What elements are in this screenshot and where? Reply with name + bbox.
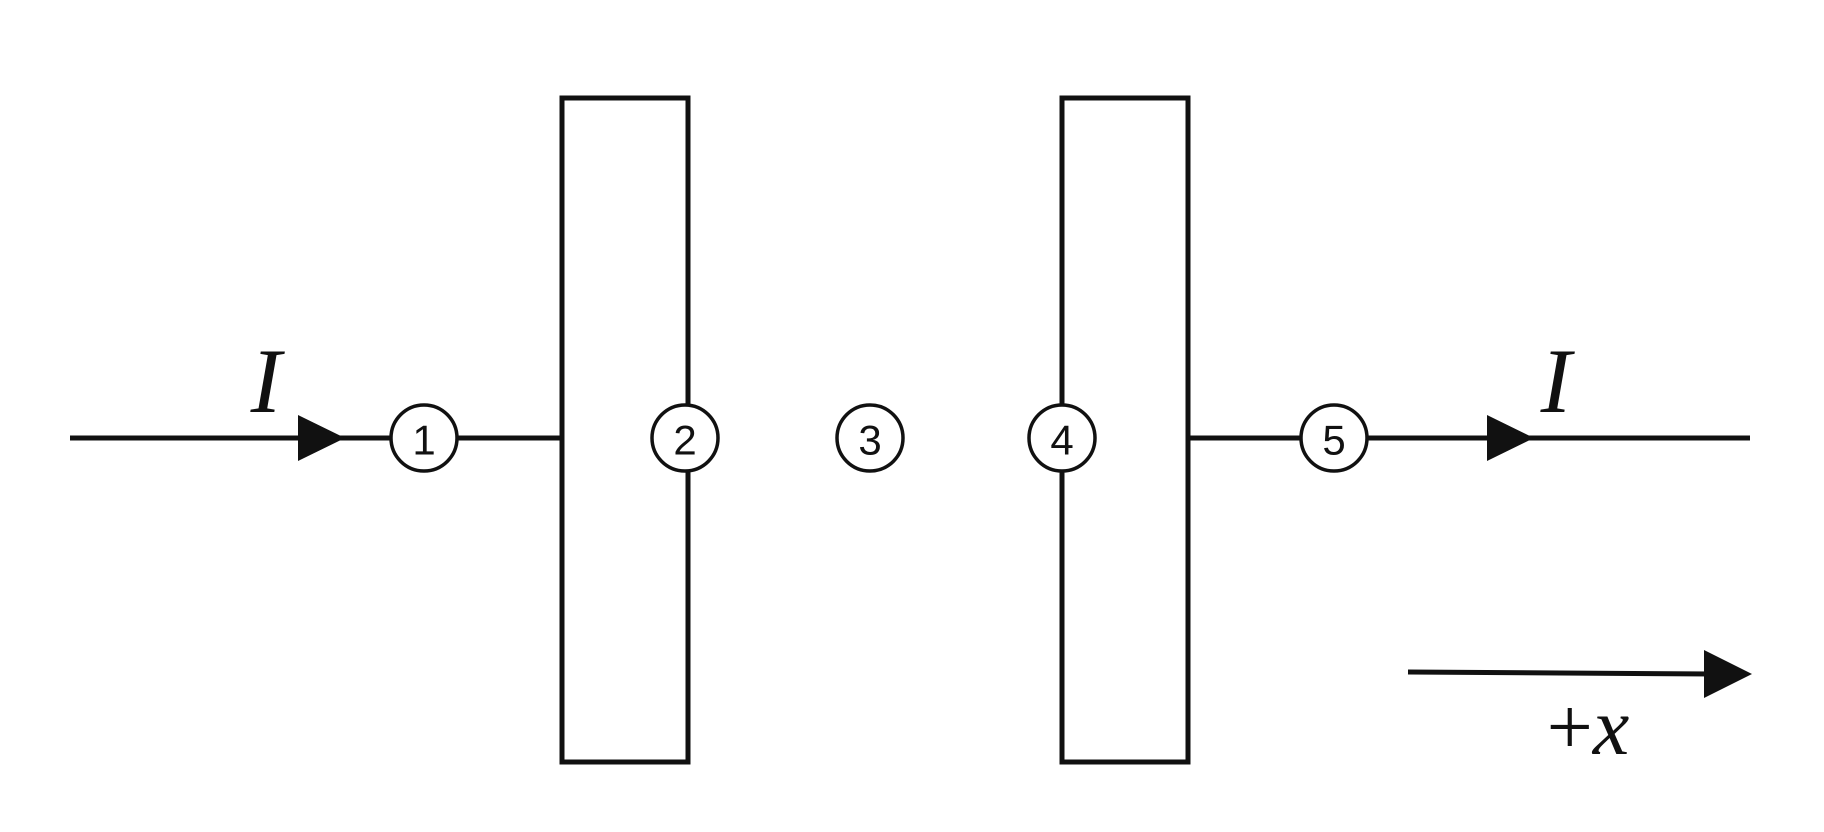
point-label-2: 2 xyxy=(673,417,696,464)
point-marker-2: 2 xyxy=(650,403,720,473)
point-label-3: 3 xyxy=(858,417,881,464)
point-label-1: 1 xyxy=(412,417,435,464)
axis-variable: x xyxy=(1592,681,1629,772)
point-label-4: 4 xyxy=(1050,417,1073,464)
point-marker-4: 4 xyxy=(1027,403,1097,473)
axis-sign: + xyxy=(1547,681,1593,772)
point-marker-5: 5 xyxy=(1299,403,1369,473)
current-label-out: I xyxy=(1540,330,1576,432)
current-arrow-out-icon xyxy=(1487,415,1534,461)
current-label-in: I xyxy=(250,330,286,432)
point-marker-1: 1 xyxy=(389,403,459,473)
current-arrow-in-icon xyxy=(298,415,345,461)
axis-arrow-line xyxy=(1407,669,1713,677)
axis-arrow-icon xyxy=(1704,650,1752,698)
axis-label: +x xyxy=(1547,681,1630,772)
point-label-5: 5 xyxy=(1322,417,1345,464)
point-marker-3: 3 xyxy=(835,403,905,473)
